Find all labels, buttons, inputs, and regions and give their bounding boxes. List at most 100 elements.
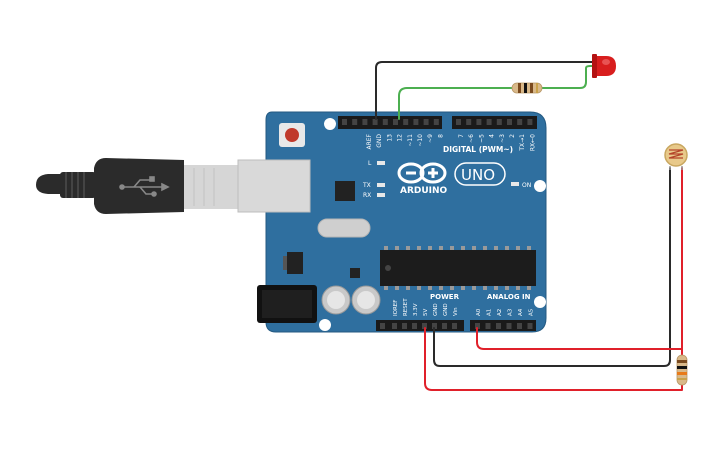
- chip-pin: [406, 246, 410, 250]
- header-hole[interactable]: [393, 119, 398, 125]
- led-l: [377, 161, 385, 165]
- resistor-ldr[interactable]: [676, 354, 688, 386]
- header-hole[interactable]: [382, 119, 388, 125]
- analog-pin-label: A1: [487, 309, 493, 316]
- led-tx-label: TX: [362, 182, 371, 189]
- chip-pin: [428, 286, 432, 290]
- header-hole[interactable]: [423, 119, 429, 125]
- header-hole[interactable]: [466, 119, 472, 125]
- chip-pin: [494, 246, 498, 250]
- digital-pin-label: TX→1: [519, 134, 526, 152]
- wire-black-gnd-led[interactable]: [375, 61, 597, 120]
- led-rx-label: RX: [363, 192, 371, 199]
- analog-label: ANALOG IN: [487, 293, 531, 301]
- wires: [375, 61, 683, 391]
- usb-cable[interactable]: [36, 158, 238, 214]
- header-hole[interactable]: [352, 119, 358, 125]
- header-hole[interactable]: [342, 119, 347, 125]
- header-hole[interactable]: [486, 119, 492, 125]
- digital-header[interactable]: [338, 116, 537, 129]
- header-hole[interactable]: [456, 119, 461, 125]
- header-hole[interactable]: [485, 323, 491, 329]
- led-on: [511, 182, 519, 186]
- brand-label: ARDUINO: [400, 186, 448, 196]
- arduino-logo: [397, 162, 447, 184]
- header-hole[interactable]: [496, 323, 501, 329]
- photoresistor[interactable]: [664, 143, 688, 170]
- mounting-hole: [319, 319, 331, 331]
- reset-button[interactable]: [279, 123, 305, 147]
- small-ic: [350, 268, 360, 278]
- header-hole[interactable]: [380, 323, 385, 329]
- wire-black-gnd-ldr[interactable]: [433, 167, 671, 367]
- header-hole[interactable]: [517, 119, 523, 125]
- digital-pin-label: 8: [437, 134, 444, 138]
- chip-pin: [505, 286, 509, 290]
- header-hole[interactable]: [527, 323, 533, 329]
- resistor-led[interactable]: [511, 82, 543, 94]
- usb-plug-metal-lines: [193, 168, 215, 206]
- analog-header[interactable]: [470, 320, 536, 331]
- power-pin-label: 3.3V: [413, 303, 419, 316]
- power-header[interactable]: [376, 320, 464, 331]
- digital-pin-label: RX←0: [529, 134, 536, 151]
- model-label: UNO: [461, 166, 495, 184]
- header-hole[interactable]: [413, 119, 419, 125]
- digital-pin-label: ~10: [417, 134, 424, 147]
- atmega-chip: [380, 246, 536, 290]
- header-hole[interactable]: [403, 119, 409, 125]
- usb-plug-body: [94, 158, 184, 214]
- digital-pin-label: ~11: [407, 134, 414, 147]
- led-on-label: ON: [522, 182, 531, 189]
- digital-pin-label: GND: [376, 134, 383, 148]
- digital-pin-label: 4: [489, 134, 496, 138]
- digital-header-label: DIGITAL (PWM~): [443, 145, 513, 154]
- header-hole[interactable]: [412, 323, 417, 329]
- header-hole[interactable]: [496, 119, 502, 125]
- led-rx: [377, 193, 385, 197]
- digital-pin-label: ~5: [478, 134, 485, 143]
- chip-pin: [483, 286, 487, 290]
- usb-controller-chip: [335, 181, 355, 201]
- header-hole[interactable]: [433, 119, 439, 125]
- header-hole[interactable]: [517, 323, 522, 329]
- model-badge: [454, 162, 506, 186]
- header-hole[interactable]: [452, 323, 457, 329]
- wire-red-a0[interactable]: [476, 327, 683, 357]
- header-hole[interactable]: [432, 323, 437, 329]
- chip-pin: [516, 286, 520, 290]
- header-hole[interactable]: [507, 119, 512, 125]
- header-hole[interactable]: [476, 119, 482, 125]
- header-hole[interactable]: [362, 119, 368, 125]
- chip-pin: [450, 246, 454, 250]
- wire-red-5v[interactable]: [424, 327, 683, 391]
- regulator-tab: [283, 256, 287, 270]
- power-pin-label: GND: [443, 303, 449, 316]
- mounting-hole: [534, 180, 546, 192]
- header-hole[interactable]: [475, 323, 480, 329]
- chip-pin: [472, 286, 476, 290]
- digital-pin-label: ~9: [427, 134, 434, 143]
- header-hole[interactable]: [402, 323, 407, 329]
- chip-pin: [384, 286, 388, 290]
- red-led[interactable]: [592, 54, 616, 78]
- chip-pin: [461, 286, 465, 290]
- wire-green-pin12-resistor[interactable]: [398, 87, 515, 120]
- header-hole[interactable]: [422, 323, 427, 329]
- header-hole[interactable]: [392, 323, 397, 329]
- header-hole[interactable]: [506, 323, 512, 329]
- led-tx: [377, 183, 385, 187]
- voltage-regulator: [287, 252, 303, 274]
- header-hole[interactable]: [372, 119, 378, 125]
- digital-pin-label: ~6: [468, 134, 475, 143]
- chip-pin: [516, 246, 520, 250]
- header-hole[interactable]: [527, 119, 533, 125]
- capacitor-top: [357, 291, 375, 309]
- power-label: POWER: [430, 293, 460, 301]
- header-hole[interactable]: [442, 323, 447, 329]
- wire-green-resistor-led[interactable]: [539, 65, 599, 89]
